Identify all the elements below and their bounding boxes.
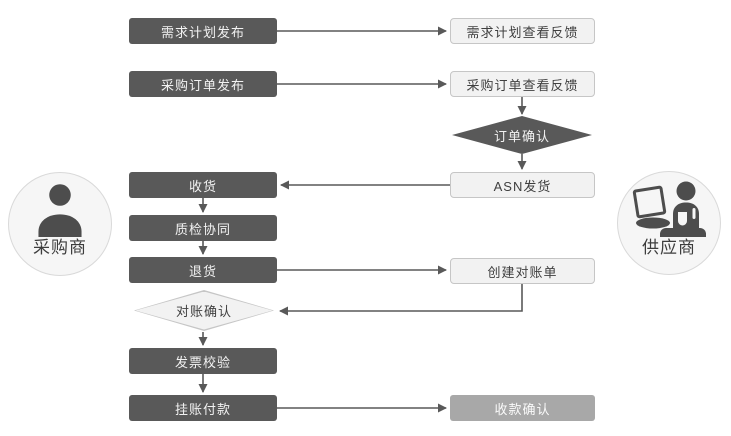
node-purchase-order-publish: 采购订单发布 xyxy=(129,71,277,97)
actor-buyer-label: 采购商 xyxy=(33,238,87,257)
node-demand-plan-feedback: 需求计划查看反馈 xyxy=(450,18,595,44)
node-label: 发票校验 xyxy=(174,354,231,370)
node-label: 需求计划查看反馈 xyxy=(466,24,579,40)
node-invoice-verification: 发票校验 xyxy=(129,348,277,374)
node-label: 退货 xyxy=(188,263,217,279)
actor-buyer: 采购商 xyxy=(8,172,112,276)
node-demand-plan-publish: 需求计划发布 xyxy=(129,18,277,44)
node-asn-shipping: ASN发货 xyxy=(450,172,595,198)
node-label: 挂账付款 xyxy=(174,401,231,417)
actor-supplier-label: 供应商 xyxy=(642,238,696,257)
node-label: 采购订单查看反馈 xyxy=(466,77,579,93)
buyer-person-icon xyxy=(38,184,82,237)
node-purchase-order-feedback: 采购订单查看反馈 xyxy=(450,71,595,97)
decision-order-confirm: 订单确认 xyxy=(452,116,592,154)
actor-supplier: 供应商 xyxy=(617,171,721,275)
node-label: 采购订单发布 xyxy=(160,77,245,93)
node-label: 收款确认 xyxy=(494,401,551,417)
decision-label: 对账确认 xyxy=(175,304,232,319)
node-create-statement: 创建对账单 xyxy=(450,258,595,284)
decision-label: 订单确认 xyxy=(493,128,550,144)
node-label: ASN发货 xyxy=(493,178,552,194)
supplier-person-at-computer-icon xyxy=(632,181,706,237)
node-label: 创建对账单 xyxy=(487,264,558,280)
node-booked-payment: 挂账付款 xyxy=(129,395,277,421)
node-label: 收货 xyxy=(188,178,217,194)
arrow-create-statement-to-statement-confirm xyxy=(279,284,523,316)
node-return-goods: 退货 xyxy=(129,257,277,283)
decision-statement-confirm: 对账确认 xyxy=(134,290,274,331)
node-label: 需求计划发布 xyxy=(160,24,245,40)
node-quality-inspection: 质检协同 xyxy=(129,215,277,241)
node-receive-goods: 收货 xyxy=(129,172,277,198)
node-label: 质检协同 xyxy=(174,221,231,237)
node-payment-receipt-confirm: 收款确认 xyxy=(450,395,595,421)
